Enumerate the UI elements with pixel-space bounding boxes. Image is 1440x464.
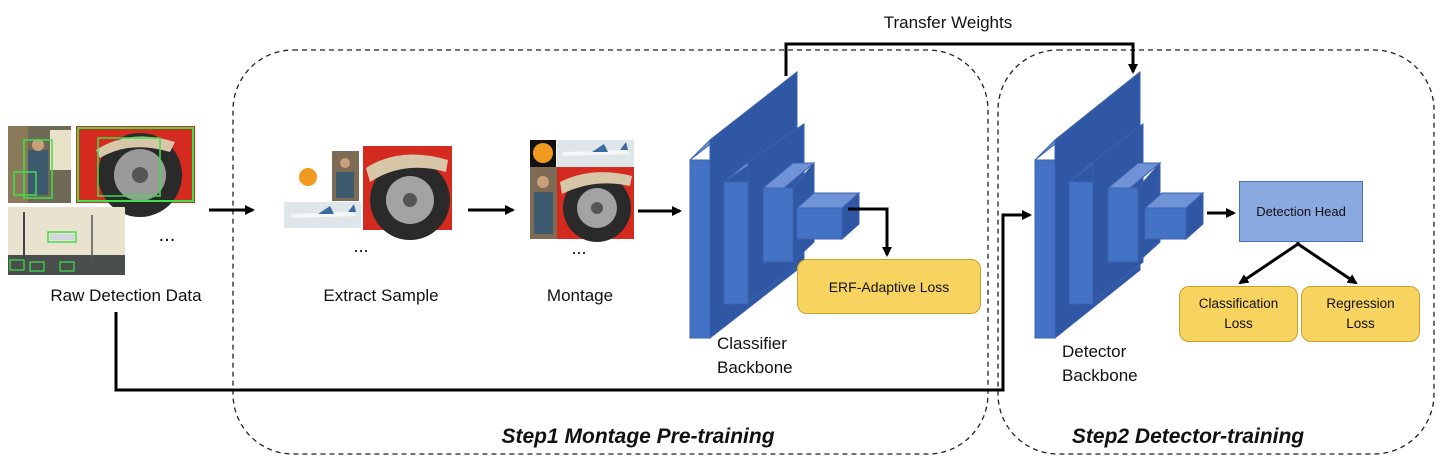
erf-adaptive-loss-label: ERF-Adaptive Loss [828, 278, 950, 295]
raw-ellipsis: ... [158, 224, 176, 246]
step2-region [997, 49, 1435, 455]
classification-loss-line1: Classification [1198, 296, 1279, 311]
arrow-transfer-weights [784, 42, 1138, 76]
detector-backbone-label-line2: Backbone [1062, 366, 1138, 385]
raw-detection-data-label: Raw Detection Data [50, 286, 202, 305]
montage-ellipsis: ... [571, 238, 587, 258]
step2-title: Step2 Detector-training [1071, 425, 1305, 448]
classifier-backbone-blocks [689, 70, 861, 340]
arrows [114, 42, 1358, 392]
sample-cat-tire [363, 146, 452, 240]
montage-image [530, 140, 634, 242]
step1-title: Step1 Montage Pre-training [501, 425, 775, 448]
raw-image-airport [8, 207, 125, 275]
raw-image-cat-tire [76, 126, 195, 217]
sample-person [332, 151, 359, 201]
arrow-backbone-to-erf [848, 207, 892, 257]
erf-adaptive-loss-box: ERF-Adaptive Loss [797, 259, 981, 314]
regression-loss-box: Regression Loss [1301, 286, 1420, 342]
regression-loss-line2: Loss [1346, 316, 1375, 331]
arrow-head-to-reg [1296, 241, 1358, 285]
montage-label: Montage [546, 286, 614, 305]
extract-sample-label: Extract Sample [323, 286, 439, 305]
arrow-raw-to-detector [114, 210, 1032, 392]
detector-backbone-blocks [1034, 70, 1205, 340]
sample-airplane [284, 202, 361, 228]
classification-loss-box: Classification Loss [1179, 286, 1298, 342]
arrow-head-to-cls [1238, 241, 1300, 285]
classification-loss-line2: Loss [1224, 316, 1253, 331]
classifier-backbone-label-line2: Backbone [717, 358, 793, 377]
raw-image-person [8, 126, 71, 203]
extract-ellipsis: ... [353, 236, 369, 256]
detector-backbone-label-line1: Detector [1062, 342, 1127, 361]
classifier-backbone-label-line1: Classifier [717, 334, 787, 353]
detection-head-box: Detection Head [1239, 181, 1363, 242]
regression-loss-line1: Regression [1326, 296, 1395, 311]
sample-orange [296, 166, 320, 188]
detection-head-label: Detection Head [1256, 204, 1346, 219]
step1-region [232, 49, 989, 455]
transfer-weights-label: Transfer Weights [883, 13, 1013, 32]
